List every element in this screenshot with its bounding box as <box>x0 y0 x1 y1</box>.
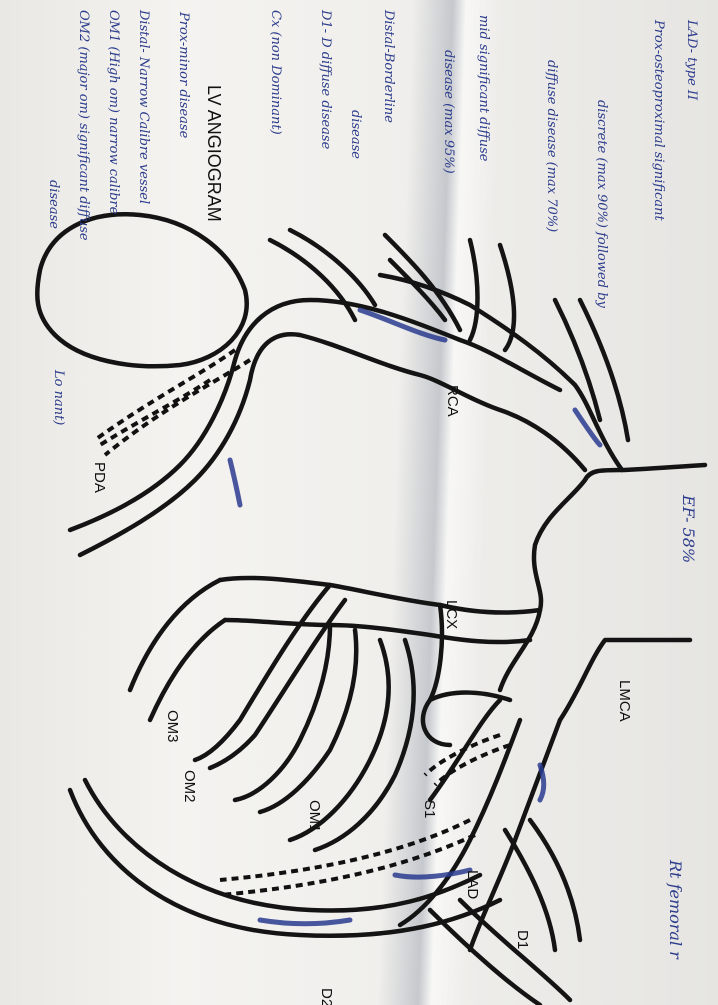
label-lad: LAD <box>464 870 481 899</box>
note-line-5: mid significant diffuse <box>476 15 491 162</box>
diagonal-branches <box>430 820 580 1005</box>
note-line-14: OM2 (major om) significant diffuse <box>76 10 91 241</box>
note-line-10: Cx (non Dominant) <box>268 10 283 135</box>
note-line-15: disease <box>46 180 61 229</box>
note-line-11: Prox-minor disease <box>176 11 191 139</box>
label-d2: D2 <box>318 988 335 1005</box>
note-line-16: Lo nant) <box>51 369 66 425</box>
label-lmca: LMCA <box>616 680 633 722</box>
label-pda: PDA <box>91 462 108 493</box>
ejection-fraction: EF- 58% <box>679 494 698 563</box>
note-line-3: discrete (max 90%) followed by <box>594 100 609 308</box>
label-om3: OM3 <box>164 710 181 743</box>
lcx-vessel <box>130 578 540 720</box>
note-line-1: LAD- type II <box>684 19 699 101</box>
note-line-12: Distal- Narrow Calibre vessel <box>136 9 151 204</box>
note-line-8: disease <box>348 110 363 159</box>
label-om1: OM1 <box>306 800 323 833</box>
note-line-2: Prox-osteoproximal significant <box>651 19 666 222</box>
note-line-9: D1- D diffuse disease <box>318 9 333 150</box>
label-d1: D1 <box>514 930 531 949</box>
access-note: Rt femoral r <box>666 859 685 960</box>
label-rca: RCA <box>444 385 461 417</box>
label-lcx: LCX <box>443 600 460 629</box>
label-om2: OM2 <box>181 770 198 803</box>
note-line-4: diffuse disease (max 70%) <box>544 60 559 232</box>
diagram-title: LV ANGIOGRAM <box>204 85 224 222</box>
label-s1: S1 <box>421 800 438 818</box>
note-line-7: Distal-Borderline <box>381 9 396 123</box>
note-line-13: OM1 (High om) narrow calibre <box>106 10 121 215</box>
aortic-outline <box>380 275 622 690</box>
note-line-6: disease (max 95%) <box>441 50 456 174</box>
lv-sketch-loop <box>37 214 247 366</box>
lesion-highlights <box>230 310 600 924</box>
rca-vessel <box>70 300 585 555</box>
